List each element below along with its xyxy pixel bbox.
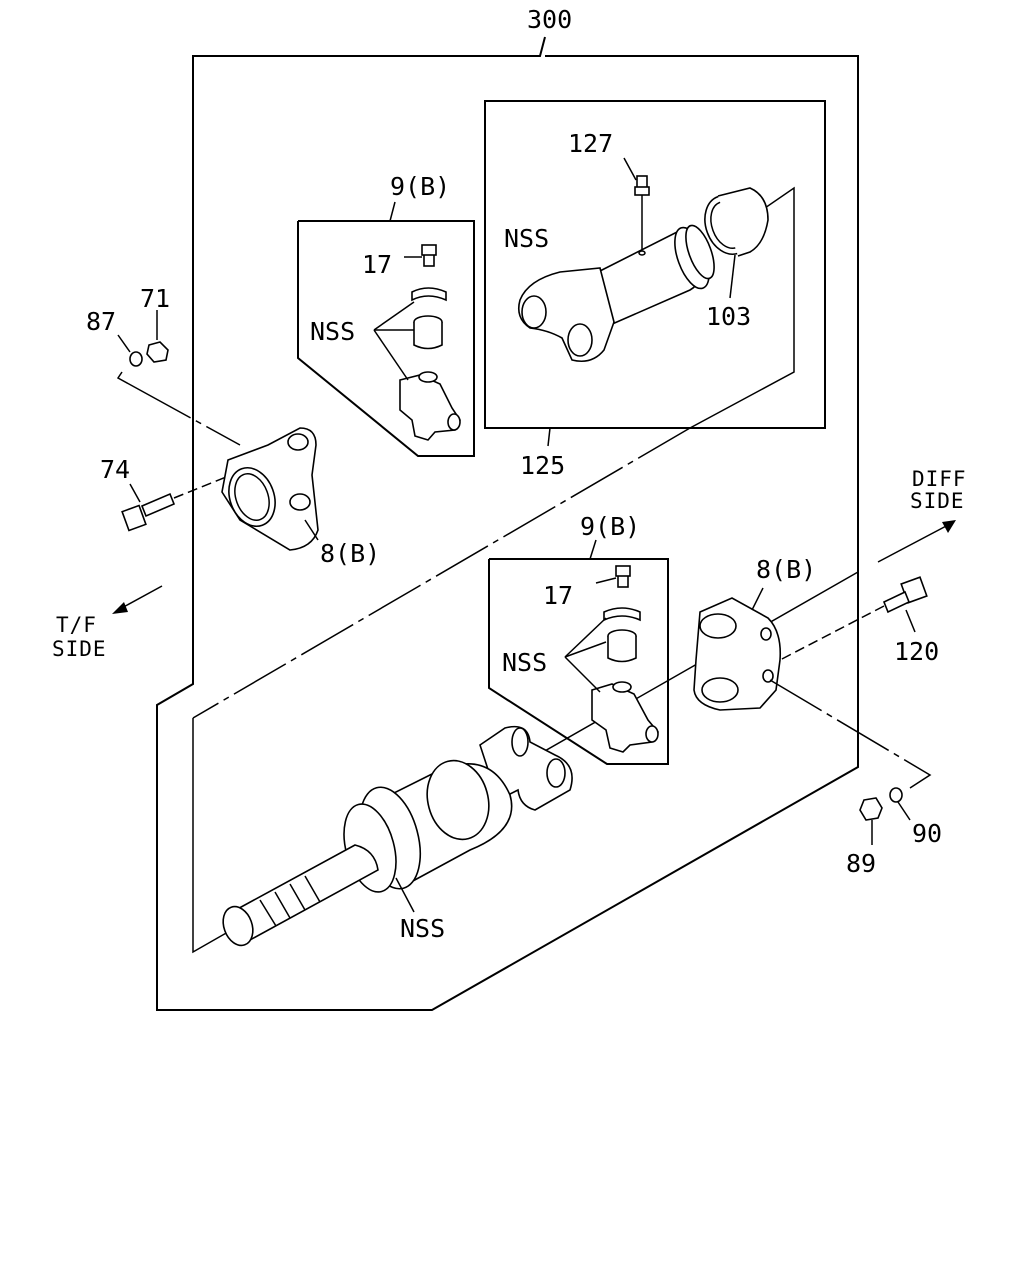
label-washer-90: 90 <box>912 819 942 848</box>
flange-yoke-upper <box>221 427 319 551</box>
label-bolt-120: 120 <box>894 637 939 666</box>
label-nss-top: NSS <box>504 224 549 253</box>
nut-89-washer-90 <box>769 679 932 845</box>
label-tf-side-1: T/F <box>56 613 97 637</box>
label-diff-side-1: DIFF <box>912 467 967 491</box>
assembly-300-outline <box>156 36 859 1011</box>
label-diff-side-2: SIDE <box>910 489 965 513</box>
upper-joint-parts <box>373 244 461 441</box>
tf-side-arrow <box>112 585 163 614</box>
label-nut-71: 71 <box>140 284 170 313</box>
label-nss-shaft: NSS <box>400 914 445 943</box>
label-nut-89: 89 <box>846 849 876 878</box>
diff-side-arrow <box>877 520 956 563</box>
lower-joint-parts <box>564 565 659 753</box>
label-seal-103: 103 <box>706 302 751 331</box>
label-nss-lower: NSS <box>502 648 547 677</box>
label-joint-kit-upper: 9(B) <box>390 172 450 201</box>
label-nss-upper: NSS <box>310 317 355 346</box>
washer-87-nut-71 <box>116 310 241 446</box>
label-assembly-300: 300 <box>527 5 572 34</box>
label-tf-side-2: SIDE <box>52 637 107 661</box>
label-nipple-upper: 17 <box>362 250 392 279</box>
label-bolt-74: 74 <box>100 455 130 484</box>
joint-kit-lower-box <box>488 539 669 765</box>
slip-yoke-shaft <box>222 725 573 947</box>
joint-kit-upper-box <box>297 201 475 457</box>
label-grease-fitting-127: 127 <box>568 129 613 158</box>
label-joint-kit-lower: 9(B) <box>580 512 640 541</box>
bolt-74 <box>121 476 227 532</box>
seal-103 <box>704 187 769 299</box>
grease-fitting-127 <box>623 157 650 250</box>
label-flange-yoke-lower: 8(B) <box>756 555 816 584</box>
sleeve-kit-box-125 <box>484 100 826 447</box>
bolt-120 <box>779 576 928 661</box>
label-sleeve-kit-125: 125 <box>520 451 565 480</box>
label-washer-87: 87 <box>86 307 116 336</box>
spline-lines <box>259 875 321 927</box>
sleeve-yoke-tube <box>517 224 715 363</box>
flange-yoke-lower <box>693 587 782 711</box>
label-flange-yoke-upper: 8(B) <box>320 539 380 568</box>
label-nipple-lower: 17 <box>543 581 573 610</box>
